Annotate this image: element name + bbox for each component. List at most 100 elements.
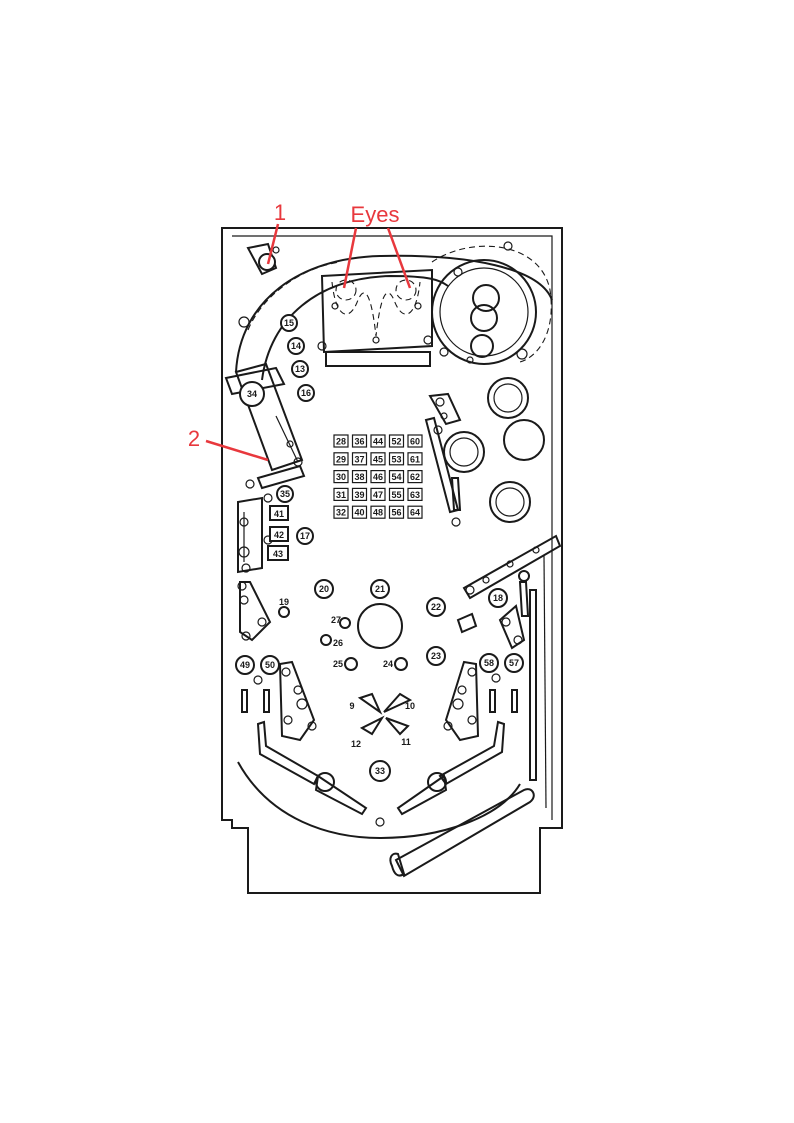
- label-24: 24: [383, 659, 393, 669]
- target-label-40: 40: [354, 508, 364, 518]
- right-pop-bumpers: [443, 377, 545, 523]
- callout-eyes-label: Eyes: [351, 202, 400, 227]
- top-orbit-lane-outer: [235, 254, 553, 373]
- eyes-assembly: [317, 268, 433, 367]
- target-label-63: 63: [410, 490, 420, 500]
- target-box-37: [351, 452, 368, 466]
- target-box-30: [333, 470, 349, 484]
- target-label-48: 48: [373, 508, 383, 518]
- label-22: 22: [431, 602, 441, 612]
- top-orbit-dashed: [247, 261, 341, 331]
- left-inlane-wall: [256, 720, 320, 786]
- label-21: 21: [375, 584, 385, 594]
- target-label-39: 39: [354, 490, 364, 500]
- left-side-kicker: [237, 493, 273, 591]
- target-box-32: [333, 505, 349, 519]
- label-18: 18: [493, 593, 503, 603]
- drain-post: [375, 817, 385, 827]
- target-label-64: 64: [410, 508, 420, 518]
- target-label-29: 29: [336, 454, 346, 464]
- right-upper-lane: [462, 534, 562, 809]
- target-box-31: [333, 487, 349, 501]
- label-13: 13: [295, 364, 305, 374]
- label-20: 20: [319, 584, 329, 594]
- inlane-guides: [241, 673, 518, 713]
- target-label-56: 56: [391, 508, 401, 518]
- target-label-52: 52: [391, 437, 401, 447]
- label-12: 12: [351, 739, 361, 749]
- target-label-36: 36: [354, 437, 364, 447]
- label-57: 57: [509, 658, 519, 668]
- label-42: 42: [274, 530, 284, 540]
- top-orbit-lane-inner: [261, 274, 449, 381]
- left-ramp: [224, 362, 306, 490]
- label-19: 19: [279, 597, 289, 607]
- right-inner-bar: [424, 392, 462, 527]
- target-box-29: [333, 452, 349, 466]
- target-box-40: [351, 505, 368, 519]
- callout-eyes: Eyes: [342, 202, 412, 289]
- label-41: 41: [274, 509, 284, 519]
- label-43: 43: [273, 549, 283, 559]
- callout-1-label: 1: [274, 200, 286, 225]
- left-upper-slingshot: [239, 581, 272, 642]
- label-34: 34: [247, 389, 257, 399]
- left-flipper: [314, 772, 368, 816]
- target-label-61: 61: [410, 454, 420, 464]
- target-box-38: [351, 470, 368, 484]
- label-58: 58: [484, 658, 494, 668]
- label-25: 25: [333, 659, 343, 669]
- label-16: 16: [301, 388, 311, 398]
- target-label-37: 37: [354, 454, 364, 464]
- target-label-55: 55: [391, 490, 401, 500]
- target-box-63: [407, 487, 423, 501]
- target-label-62: 62: [410, 472, 420, 482]
- label-23: 23: [431, 651, 441, 661]
- target-label-53: 53: [391, 454, 401, 464]
- label-11: 11: [401, 737, 411, 747]
- target-label-60: 60: [410, 437, 420, 447]
- target-box-45: [370, 452, 386, 466]
- target-label-38: 38: [354, 472, 364, 482]
- center-bumper: [357, 603, 403, 649]
- target-label-32: 32: [336, 508, 346, 518]
- top-right-spinner-disc: [431, 241, 552, 365]
- target-box-56: [388, 505, 405, 519]
- right-slingshot: [443, 660, 480, 742]
- outlane-rollovers: [235, 653, 524, 675]
- callout-2: 2: [188, 426, 269, 462]
- part-number-labels: 15 14 13 16 34 35 41 42 43 17 20 21 22 1…: [240, 318, 519, 776]
- target-box-60: [407, 434, 423, 448]
- label-50: 50: [265, 660, 275, 670]
- label-33: 33: [375, 766, 385, 776]
- label-14: 14: [291, 341, 301, 351]
- target-box-53: [388, 452, 405, 466]
- callout-1: 1: [266, 200, 286, 265]
- target-grid: 2829303132363738394044454647485253545556…: [333, 434, 423, 519]
- target-box-64: [407, 505, 423, 519]
- target-box-55: [388, 487, 405, 501]
- right-inlane-wall: [438, 720, 506, 786]
- target-box-62: [407, 470, 423, 484]
- target-box-39: [351, 487, 368, 501]
- target-box-61: [407, 452, 423, 466]
- cabinet-inner-edge: [232, 235, 553, 820]
- target-label-45: 45: [373, 454, 383, 464]
- left-rollover-column: [280, 314, 315, 402]
- left-slingshot: [278, 660, 317, 742]
- target-box-36: [351, 434, 368, 448]
- label-10: 10: [405, 701, 415, 711]
- left-drop-targets: [267, 505, 289, 561]
- callout-2-label: 2: [188, 426, 200, 451]
- target-label-30: 30: [336, 472, 346, 482]
- target-box-54: [388, 470, 405, 484]
- target-box-48: [370, 505, 386, 519]
- right-flipper: [396, 772, 448, 816]
- target-box-44: [370, 434, 386, 448]
- label-26: 26: [333, 638, 343, 648]
- target-label-28: 28: [336, 437, 346, 447]
- target-box-47: [370, 487, 386, 501]
- right-mid-kicker: [456, 604, 526, 650]
- target-label-46: 46: [373, 472, 383, 482]
